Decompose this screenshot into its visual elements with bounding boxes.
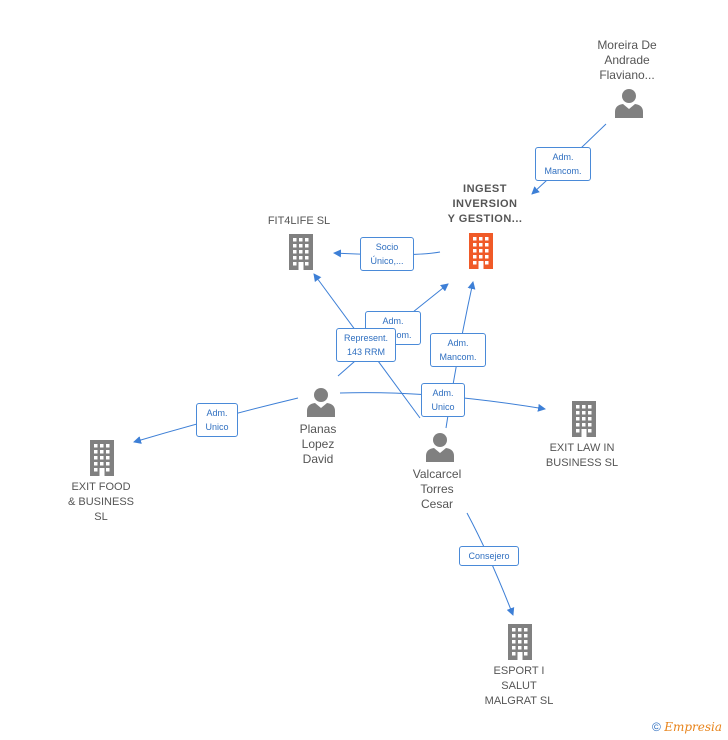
footer-brand[interactable]: © Empresia — [652, 720, 722, 734]
relation-label-valcarcel-esport[interactable]: Consejero — [459, 546, 519, 566]
relation-label-valcarcel-ingest[interactable]: Adm. Mancom. — [430, 333, 486, 367]
relation-label-moreira-ingest[interactable]: Adm. Mancom. — [535, 147, 591, 181]
relation-label-ingest-fit4life[interactable]: Socio Único,... — [360, 237, 414, 271]
person-icon-planas[interactable] — [306, 387, 336, 422]
relation-label-planas-exitlaw[interactable]: Adm. Unico — [421, 383, 465, 417]
building-icon-ingest[interactable] — [466, 233, 496, 274]
person-icon-moreira[interactable] — [614, 88, 644, 123]
company-name-exit-law[interactable]: EXIT LAW IN BUSINESS SL — [545, 442, 619, 469]
company-name-exit-food[interactable]: EXIT FOOD & BUSINESS SL — [67, 481, 135, 523]
brand-name: Empresia — [664, 720, 722, 734]
company-name-esport[interactable]: ESPORT I SALUT MALGRAT SL — [484, 665, 554, 707]
company-name-fit4life[interactable]: FIT4LIFE SL — [267, 215, 331, 227]
person-name-moreira[interactable]: Moreira De Andrade Flaviano... — [597, 38, 657, 82]
building-icon-exit-law[interactable] — [569, 401, 599, 442]
person-icon-valcarcel[interactable] — [425, 432, 455, 467]
building-icon-exit-food[interactable] — [87, 440, 117, 481]
copyright-symbol: © — [652, 720, 661, 734]
company-name-ingest[interactable]: INGEST INVERSION Y GESTION... — [447, 183, 523, 225]
relation-label-planas-fit4life[interactable]: Represent. 143 RRM — [336, 328, 396, 362]
building-icon-fit4life[interactable] — [286, 234, 316, 275]
building-icon-esport[interactable] — [505, 624, 535, 665]
person-name-valcarcel[interactable]: Valcarcel Torres Cesar — [412, 467, 462, 511]
relation-label-planas-exitfood[interactable]: Adm. Unico — [196, 403, 238, 437]
person-name-planas[interactable]: Planas Lopez David — [299, 422, 337, 466]
